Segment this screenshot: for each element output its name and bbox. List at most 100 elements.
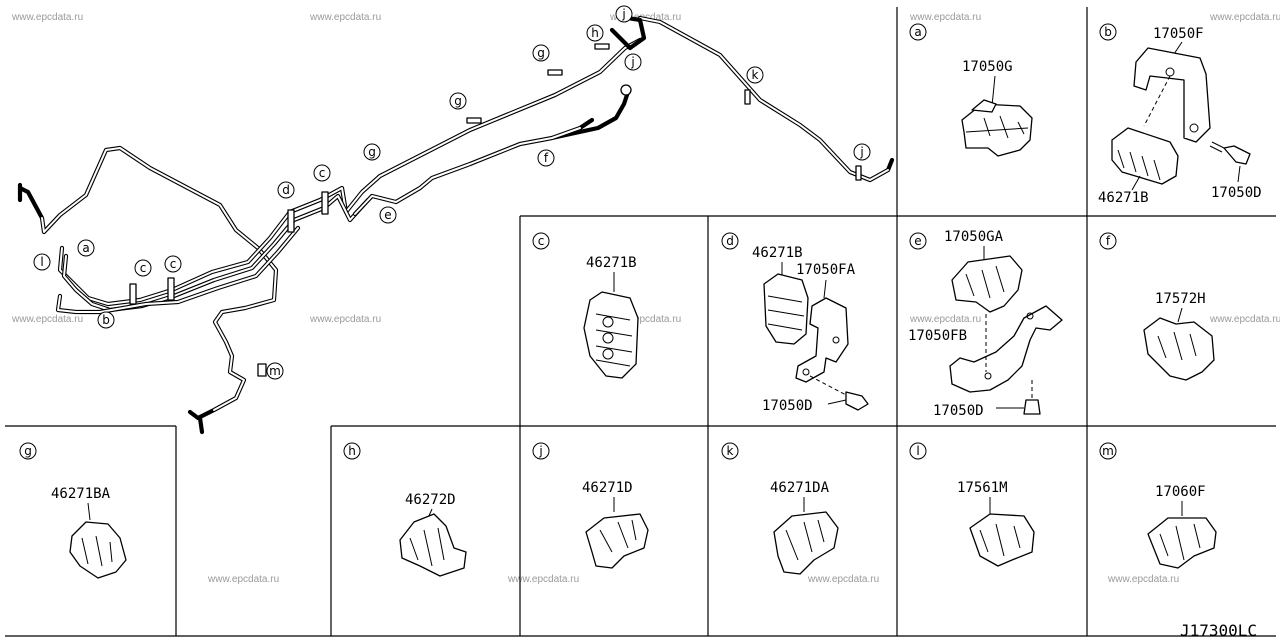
callout-badge: e — [379, 206, 397, 224]
panel-m: m 17060F — [1099, 442, 1217, 569]
panel-f: f 17572H — [1099, 232, 1215, 381]
tube-clip — [744, 89, 751, 105]
brake-tube-routing — [17, 15, 895, 435]
callout-badge: f — [537, 149, 555, 167]
callout-badge: k — [746, 66, 764, 84]
panel-j: j 46271D — [532, 442, 649, 569]
part-number: 17050D — [933, 403, 984, 419]
panel-letter-g: g — [19, 442, 37, 460]
tube-clip — [594, 43, 610, 50]
bolt-17050D-illustration — [1023, 399, 1041, 415]
part-number: 17050F — [1153, 26, 1204, 42]
watermark: www.epcdata.ru — [309, 12, 381, 23]
tube-clip — [257, 363, 267, 377]
panel-d: d 46271B 17050FA 17050D — [721, 232, 869, 414]
watermark: www.epcdata.ru — [507, 574, 579, 585]
panel-letter-a: a — [909, 23, 927, 41]
callout-badge: g — [532, 44, 550, 62]
callout-badge: b — [97, 311, 115, 329]
tube-clip — [287, 209, 295, 233]
part-number: 17060F — [1155, 484, 1206, 500]
part-number: 17572H — [1155, 291, 1206, 307]
callout-badge: c — [313, 164, 331, 182]
bracket-17050FB-illustration — [949, 305, 1063, 393]
part-number: 46272D — [405, 492, 456, 508]
svg-text:m: m — [1102, 444, 1114, 458]
panel-g: g 46271BA — [19, 442, 127, 579]
callout-badge: c — [164, 255, 182, 273]
svg-text:g: g — [454, 94, 462, 108]
panel-a: a 17050G — [909, 23, 1033, 157]
svg-text:e: e — [914, 234, 921, 248]
svg-text:d: d — [282, 183, 290, 197]
clip-46271D-illustration — [585, 513, 649, 569]
diagram-code: J17300LC — [1180, 621, 1257, 640]
svg-text:g: g — [24, 444, 32, 458]
svg-text:l: l — [916, 444, 919, 458]
part-number: 46271B — [752, 245, 803, 261]
svg-text:a: a — [82, 241, 89, 255]
panel-letter-e: e — [909, 232, 927, 250]
part-number: 46271B — [586, 255, 637, 271]
callout-badge: d — [277, 181, 295, 199]
tube-clip — [547, 69, 563, 76]
svg-text:j: j — [630, 55, 634, 69]
watermark: www.epcdata.ru — [1209, 12, 1280, 23]
watermark: www.epcdata.ru — [309, 314, 381, 325]
bolt-17050D-illustration — [1209, 141, 1251, 165]
svg-text:k: k — [752, 68, 759, 82]
svg-text:c: c — [319, 166, 326, 180]
part-number: 46271DA — [770, 480, 830, 496]
clip-17050G-illustration — [961, 99, 1033, 157]
watermark: www.epcdata.ru — [11, 314, 83, 325]
clip-46271B-illustration — [1111, 127, 1179, 185]
svg-text:c: c — [140, 261, 147, 275]
svg-text:c: c — [538, 234, 545, 248]
watermark: www.epcdata.ru — [1107, 574, 1179, 585]
clip-46271B-illustration — [583, 291, 639, 379]
svg-text:f: f — [1106, 234, 1111, 248]
clip-46271DA-illustration — [773, 511, 839, 575]
svg-text:j: j — [621, 7, 625, 21]
clip-17572H-illustration — [1143, 317, 1215, 381]
callout-badge: g — [449, 92, 467, 110]
svg-text:j: j — [859, 145, 863, 159]
part-number: 17561M — [957, 480, 1008, 496]
callout-badge: c — [134, 259, 152, 277]
svg-text:d: d — [726, 234, 734, 248]
part-number: 17050D — [762, 398, 813, 414]
watermarks: www.epcdata.ru www.epcdata.ru www.epcdat… — [11, 12, 1280, 585]
watermark: www.epcdata.ru — [909, 12, 981, 23]
tube-fitting — [620, 84, 632, 96]
panel-h: h 46272D — [343, 442, 467, 577]
svg-text:a: a — [914, 25, 921, 39]
svg-text:e: e — [384, 208, 391, 222]
svg-text:f: f — [544, 151, 549, 165]
svg-text:m: m — [269, 364, 281, 378]
clip-17060F-illustration — [1147, 517, 1217, 569]
svg-text:b: b — [1104, 25, 1112, 39]
watermark: www.epcdata.ru — [807, 574, 879, 585]
tube-clip — [321, 191, 329, 215]
bolt-17050D-illustration — [845, 391, 869, 411]
callout-badge: l — [33, 253, 51, 271]
watermark: www.epcdata.ru — [1209, 314, 1280, 325]
part-number: 17050GA — [944, 229, 1004, 245]
clip-46272D-illustration — [399, 513, 467, 577]
svg-text:h: h — [591, 26, 599, 40]
panel-letter-f: f — [1099, 232, 1117, 250]
panel-letter-c: c — [532, 232, 550, 250]
part-number: 17050FB — [908, 328, 967, 344]
panel-letter-m: m — [1099, 442, 1117, 460]
panel-grid — [5, 7, 1276, 637]
part-number: 17050FA — [796, 262, 856, 278]
panel-k: k 46271DA — [721, 442, 839, 575]
watermark: www.epcdata.ru — [207, 574, 279, 585]
panel-letter-l: l — [909, 442, 927, 460]
svg-text:g: g — [537, 46, 545, 60]
panel-l: l 17561M — [909, 442, 1035, 567]
clip-17561M-illustration — [969, 513, 1035, 567]
tube-clip — [466, 117, 482, 124]
part-number: 46271D — [582, 480, 633, 496]
